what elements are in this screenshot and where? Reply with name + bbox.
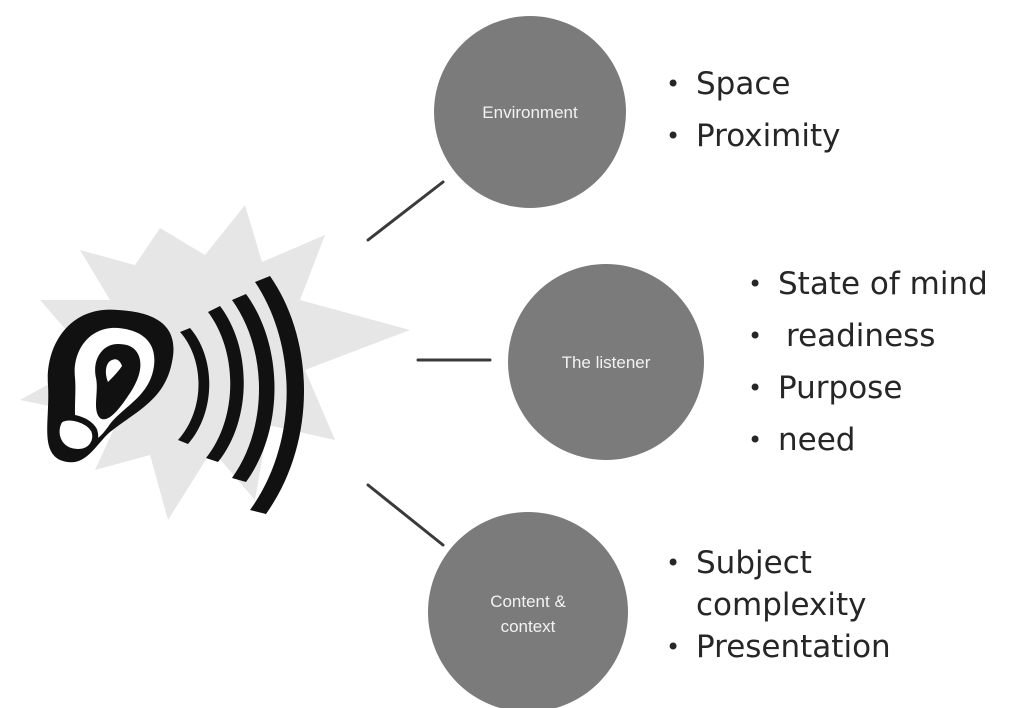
bullet-item: Proximity [666, 110, 841, 162]
listener-bullet-list: State of mind readiness Purpose need [748, 258, 988, 466]
bullet-item: need [748, 414, 988, 466]
node-listener-label: The listener [562, 353, 651, 372]
bullet-item: State of mind [748, 258, 988, 310]
node-environment: Environment [434, 16, 626, 208]
starburst-shape [20, 205, 410, 520]
node-listener: The listener [508, 264, 704, 460]
bullet-item: Purpose [748, 362, 988, 414]
ear-with-sound-waves-icon [47, 276, 305, 514]
environment-bullet-list: Space Proximity [666, 58, 841, 162]
node-content: Content & context [428, 512, 628, 708]
bullet-item: Space [666, 58, 841, 110]
node-content-label-line1: Content & [490, 592, 566, 611]
node-content-label-line2: context [501, 617, 556, 636]
bullet-item: readiness [748, 310, 988, 362]
content-bullet-list: Subject complexity Presentation [666, 542, 891, 668]
connector-content [366, 483, 445, 547]
bullet-item: Subject complexity [666, 542, 886, 626]
node-environment-label: Environment [482, 103, 578, 122]
bullet-item: Presentation [666, 626, 891, 668]
connector-environment [366, 180, 445, 242]
